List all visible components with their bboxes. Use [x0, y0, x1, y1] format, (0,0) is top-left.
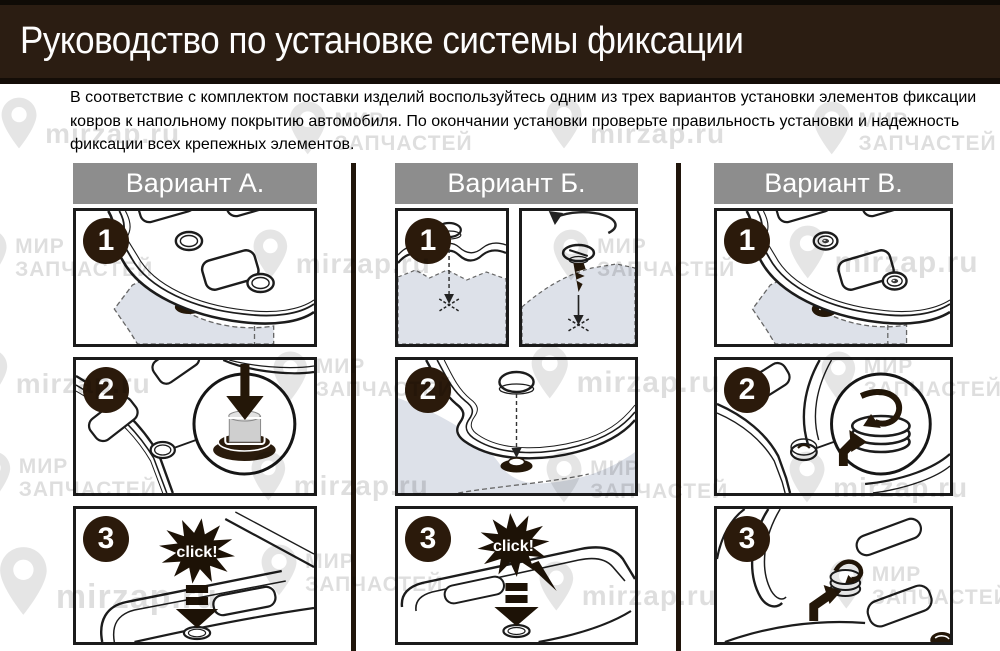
alignment-arrow [438, 242, 460, 312]
step-number-badge: 2 [724, 367, 770, 413]
illustration-b3: click! [400, 513, 635, 642]
mat-eyelet [812, 231, 839, 251]
intro-line-2: ковров к напольному покрытию автомобиля.… [70, 112, 960, 130]
floor-mat [107, 211, 314, 325]
panel-b3: 3 click! [395, 506, 638, 645]
illustration-c2 [717, 360, 950, 493]
step-number-badge: 1 [83, 218, 129, 264]
illustration-a3: click! [100, 511, 314, 642]
floor-mat [400, 546, 635, 642]
carpet [398, 398, 635, 493]
click-label: click! [176, 543, 217, 561]
step-number-badge: 3 [405, 516, 451, 562]
column-divider [351, 163, 356, 651]
illustration-a2 [76, 360, 314, 493]
hook-icon [859, 389, 903, 428]
insert-arrow-icon [809, 585, 842, 621]
panel-a2: 2 [73, 357, 317, 496]
illustration-a1 [107, 211, 314, 344]
panel-c2: 2 [714, 357, 953, 496]
page-title: Руководство по установке системы фиксаци… [20, 20, 744, 62]
screw-in-arrow [567, 295, 590, 332]
location-pin-icon [0, 352, 8, 385]
click-label: click! [493, 537, 534, 555]
insert-arrow-icon [838, 430, 868, 466]
floor-mat [76, 360, 314, 493]
floor-mat [425, 360, 635, 460]
illustration-b1-right [522, 211, 635, 344]
press-down-arrow-icon [494, 583, 539, 626]
step-number-badge: 1 [405, 218, 451, 264]
panel-b2: 2 [395, 357, 638, 496]
step-number-badge: 3 [83, 516, 129, 562]
floor-mat [100, 511, 314, 642]
step-number-badge: 2 [405, 367, 451, 413]
intro-paragraph: В соответствие с комплектом поставки изд… [70, 86, 976, 157]
press-down-arrow-icon [226, 364, 264, 420]
click-burst-icon: click! [477, 513, 557, 591]
mat-fastener-socket [174, 230, 204, 252]
illustration-c1 [745, 211, 950, 344]
corner-eyelet [930, 632, 950, 642]
mat-eyelet-with-hook [829, 559, 864, 597]
panel-b1-left: 1 [395, 208, 509, 347]
press-down-arrow-icon [175, 585, 219, 628]
title-bar: Руководство по установке системы фиксаци… [0, 0, 1000, 84]
variant-v-header: Вариант В. [714, 163, 953, 204]
location-pin-icon [0, 233, 7, 265]
panel-a1: 1 [73, 208, 317, 347]
location-pin-icon [1, 97, 37, 149]
mat-eyelet [881, 271, 908, 291]
step-number-badge: 2 [83, 367, 129, 413]
column-divider [676, 163, 681, 651]
intro-line-3: фиксации всех крепежных элементов. [70, 136, 355, 153]
column-variant-b: Вариант Б. 1 [395, 163, 638, 651]
cap-fastener [498, 370, 535, 395]
rotation-arrow-icon [548, 211, 617, 235]
installed-base [500, 457, 533, 473]
panel-b1-right [519, 208, 638, 347]
panel-b1: 1 [395, 208, 638, 347]
intro-line-1: В соответствие с комплектом поставки изд… [70, 89, 977, 106]
click-burst-icon: click! [159, 518, 235, 584]
panel-a3: 3 clic [73, 506, 317, 645]
screw-fastener [561, 243, 596, 292]
panel-c3: 3 [714, 506, 953, 645]
step-number-badge: 3 [724, 516, 770, 562]
location-pin-icon [0, 452, 11, 492]
alignment-arrow [511, 394, 522, 458]
column-variant-v: Вариант В. 1 [714, 163, 953, 651]
illustration-c3 [717, 509, 950, 642]
panel-c1: 1 [714, 208, 953, 347]
variant-b-header: Вариант Б. [395, 163, 638, 204]
magnifier-detail [830, 372, 932, 476]
variant-a-header: Вариант А. [73, 163, 317, 204]
mat-fastener-socket [246, 272, 275, 294]
location-pin-icon [0, 547, 47, 615]
illustration-b2 [398, 360, 635, 493]
step-number-badge: 1 [724, 218, 770, 264]
floor-mat [717, 509, 933, 642]
column-variant-a: Вариант А. 1 [73, 163, 317, 651]
mat-eyelet [789, 438, 818, 462]
magnifier-detail [192, 364, 297, 476]
floor-mat [745, 211, 950, 325]
